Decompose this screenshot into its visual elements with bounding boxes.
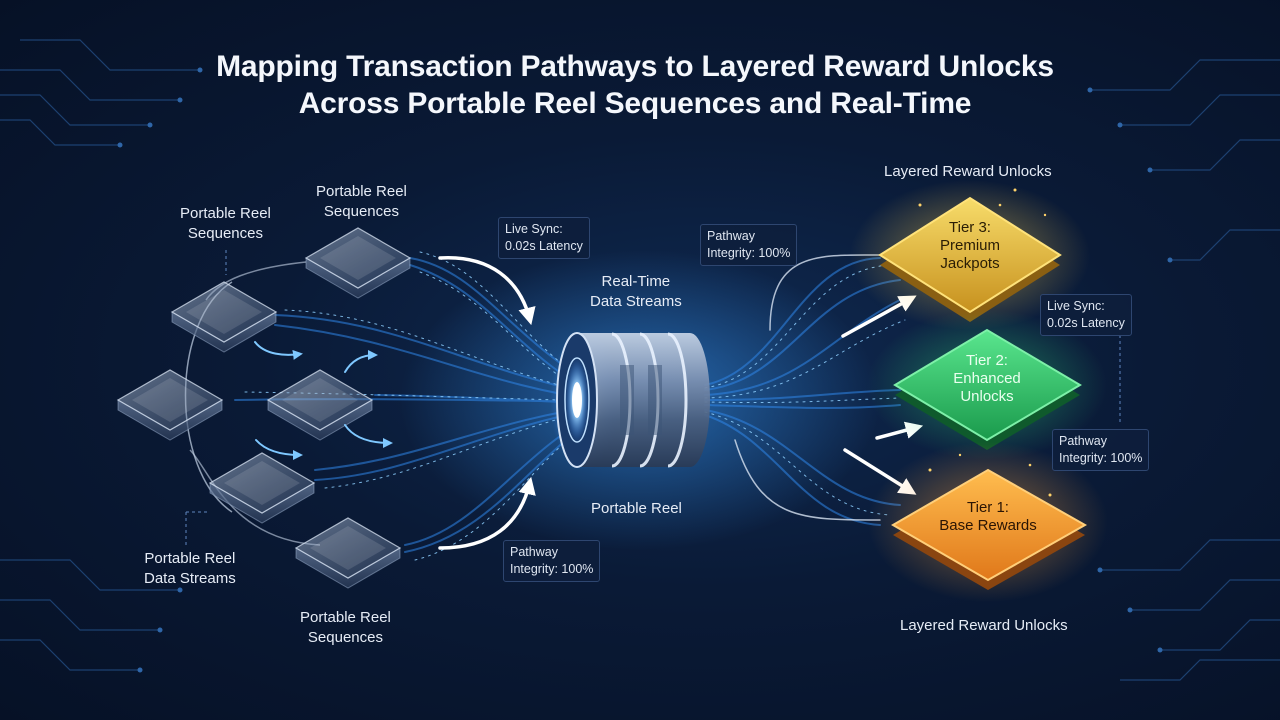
reel-tile: [116, 369, 224, 441]
title-line-2: Across Portable Reel Sequences and Real-…: [298, 87, 972, 120]
label-right-top: Layered Reward Unlocks: [884, 163, 1052, 180]
portable-reel-hub: [550, 330, 710, 470]
reel-tile: [266, 369, 374, 441]
title-line-1: Mapping Transaction Pathways to Layered …: [216, 50, 1054, 83]
reel-tile: [294, 517, 402, 589]
tier-2-block: [867, 310, 1107, 460]
tier-1-label: Tier 1:Base Rewards: [939, 499, 1037, 534]
callout-live-sync-right: Live Sync:0.02s Latency: [1040, 294, 1132, 336]
sparkles: [918, 188, 1052, 497]
guide-lines: [185, 250, 1121, 545]
reel-tile: [208, 452, 316, 524]
reel-tile: [170, 281, 278, 353]
arrow-into-hub-bottom: [438, 476, 536, 550]
page-title: Mapping Transaction Pathways to Layered …: [0, 48, 1270, 122]
circuit-nodes: [117, 67, 1173, 673]
reel-tile: [304, 227, 412, 299]
reel-tiles: [116, 227, 412, 589]
label-right-bottom: Layered Reward Unlocks: [900, 617, 1068, 634]
tier-1-block: [868, 442, 1108, 602]
circuit-traces: [0, 39, 1280, 681]
small-arrows: [254, 341, 393, 460]
callout-live-sync-left: Live Sync:0.02s Latency: [498, 217, 590, 259]
arrow-into-hub-top: [438, 256, 536, 326]
tier-3-block: [850, 180, 1090, 330]
label-center-bottom: Portable Reel: [591, 500, 682, 517]
